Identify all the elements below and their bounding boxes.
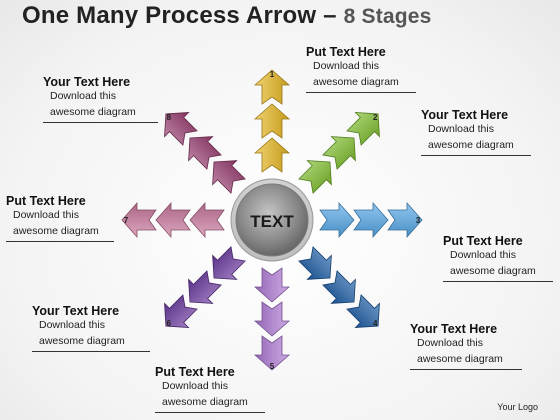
slide-title: One Many Process Arrow – 8 Stages [22,2,432,30]
stage-2-arrow-segment-1 [298,160,332,194]
stage-label-8: Your Text Here Download this awesome dia… [43,75,193,123]
stage-number-5: 5 [270,362,275,371]
stage-8-arrow-segment-1 [212,160,246,194]
stage-6-underline [32,351,150,352]
stage-7-arrow-segment-3 [121,201,157,239]
stage-1-arrow-segment-3 [253,69,291,105]
stage-6-line1: Download this [39,319,105,331]
stage-5-line1: Download this [162,380,228,392]
stage-4-line1: Download this [417,337,483,349]
footer-logo-text: Your Logo [497,402,538,412]
stage-1-arrow-segment-2 [253,103,291,139]
stage-label-2: Your Text Here Download this awesome dia… [421,108,560,156]
stage-7-underline [6,241,114,242]
stage-4-arrow-segment-2 [322,270,356,304]
stage-7-arrow-segment-1 [189,201,225,239]
stage-1-line2: awesome diagram [313,76,399,88]
stage-3-arrow-segment-2 [353,201,389,239]
stage-6-heading: Your Text Here [32,304,120,318]
stage-4-underline [410,369,522,370]
stage-8-line2: awesome diagram [50,106,136,118]
stage-2-line2: awesome diagram [428,139,514,151]
stage-1-line1: Download this [313,60,379,72]
stage-8-arrow-segment-3 [164,112,198,146]
stage-8-underline [43,122,158,123]
stage-2-line1: Download this [428,123,494,135]
stage-5-underline [155,412,265,413]
stage-8-heading: Your Text Here [43,75,131,89]
stage-6-arrow-segment-1 [212,246,246,280]
stage-3-arrow-segment-3 [387,201,423,239]
title-subtitle: 8 Stages [343,5,432,28]
stage-number-2: 2 [373,113,378,122]
stage-2-underline [421,155,531,156]
stage-8-line1: Download this [50,90,116,102]
stage-1-arrow-segment-1 [253,137,291,173]
stage-label-6: Your Text Here Download this awesome dia… [32,304,182,352]
stage-3-line2: awesome diagram [450,265,536,277]
stage-4-heading: Your Text Here [410,322,498,336]
stage-7-arrow-segment-2 [155,201,191,239]
stage-5-arrow-segment-2 [253,301,291,337]
stage-7-line1: Download this [13,209,79,221]
stage-5-arrow-segment-3 [253,335,291,371]
stage-label-1: Put Text Here Download this awesome diag… [306,45,456,93]
stage-3-heading: Put Text Here [443,234,523,248]
title-main: One Many Process Arrow [22,2,317,29]
title-separator: – [316,2,344,29]
stage-8-arrow-segment-2 [188,136,222,170]
stage-number-4: 4 [373,319,378,328]
stage-4-line2: awesome diagram [417,353,503,365]
stage-1-underline [306,92,416,93]
stage-number-8: 8 [167,113,172,122]
stage-3-line1: Download this [450,249,516,261]
stage-number-7: 7 [124,216,129,225]
stage-2-arrow-segment-2 [322,136,356,170]
stage-3-arrow-segment-1 [319,201,355,239]
stage-numbers: 1 2 3 4 5 6 7 8 [124,70,421,371]
stage-3-underline [443,281,553,282]
stage-number-1: 1 [270,70,275,79]
arrow-spokes [121,69,423,371]
stage-6-arrow-segment-3 [164,294,198,328]
stage-5-line2: awesome diagram [162,396,248,408]
stage-7-line2: awesome diagram [13,225,99,237]
stage-2-heading: Your Text Here [421,108,509,122]
stage-7-heading: Put Text Here [6,194,86,208]
stage-label-4: Your Text Here Download this awesome dia… [410,322,560,370]
stage-6-line2: awesome diagram [39,335,125,347]
stage-4-arrow-segment-3 [346,294,380,328]
stage-label-7: Put Text Here Download this awesome diag… [6,194,156,242]
stage-5-arrow-segment-1 [253,267,291,303]
hub-text: TEXT [250,212,294,231]
stage-number-3: 3 [416,216,421,225]
stage-1-heading: Put Text Here [306,45,386,59]
stage-label-3: Put Text Here Download this awesome diag… [443,234,560,282]
stage-2-arrow-segment-3 [346,112,380,146]
hub-circle [235,183,309,257]
stage-6-arrow-segment-2 [188,270,222,304]
stage-5-heading: Put Text Here [155,365,235,379]
stage-4-arrow-segment-1 [298,246,332,280]
stage-number-6: 6 [167,319,172,328]
stage-label-5: Put Text Here Download this awesome diag… [155,365,305,413]
